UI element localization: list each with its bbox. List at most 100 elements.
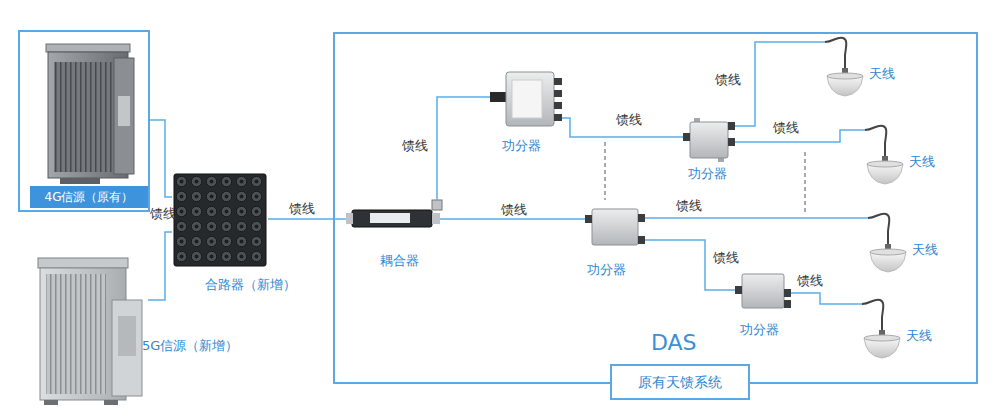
device-connectors: [60, 178, 100, 184]
coupler-label: 耦合器: [380, 253, 419, 269]
coupler: 耦合器: [346, 200, 440, 230]
device-fins: [54, 62, 112, 172]
antenna-label: 天线: [912, 242, 938, 258]
splitter-port: [735, 286, 742, 294]
splitter-sticker: [512, 80, 542, 118]
splitter-port: [554, 78, 562, 85]
splitter-port: [585, 215, 592, 223]
antenna-label: 天线: [909, 154, 935, 170]
power-splitter: 功分器: [683, 118, 735, 162]
antenna-label: 天线: [906, 328, 932, 344]
feeder-line: [562, 118, 683, 137]
device-side-panel: [112, 300, 142, 396]
antenna-cable: [865, 126, 886, 158]
antenna-icon: [862, 300, 900, 358]
splitter-port: [554, 102, 562, 109]
combiner-body: [174, 174, 266, 266]
antenna-cable: [825, 38, 846, 70]
antenna-rim: [864, 335, 900, 341]
source-label: 4G信源（原有）: [30, 186, 148, 208]
splitter-port: [728, 138, 735, 146]
splitter-port: [554, 114, 562, 121]
feeder-label: 馈线: [676, 198, 702, 214]
coupler-port: [432, 213, 440, 224]
feeder-line: [735, 130, 865, 142]
system-title: DAS: [651, 330, 697, 356]
feeder-label: 馈线: [797, 273, 823, 289]
das-system-box: DAS原有天馈系统耦合器功分器功分器天线天线功分器天线功分器天线: [333, 32, 978, 384]
splitter-port: [728, 122, 735, 130]
splitter-body: [690, 122, 728, 158]
power-splitter: 功分器: [735, 270, 791, 314]
feeder-line: [645, 240, 735, 290]
feeder-line: [791, 293, 862, 304]
feeder-label: 馈线: [715, 72, 741, 88]
system-tag: 原有天馈系统: [610, 364, 750, 400]
splitter-port: [490, 92, 506, 102]
splitter-body: [506, 72, 554, 126]
power-splitter: 功分器: [585, 205, 645, 249]
feeder-line: [268, 218, 346, 220]
combiner: 合路器（新增）: [172, 172, 268, 268]
feeder-label: 馈线: [501, 202, 527, 218]
antenna-rim: [867, 161, 903, 167]
antenna-cable: [862, 300, 883, 332]
antenna-rim: [827, 73, 863, 79]
dashed-mark: [805, 152, 806, 214]
splitter-body: [742, 274, 784, 308]
device-handle: [118, 96, 130, 126]
feeder-label: 馈线: [402, 138, 428, 154]
source-label: 5G信源（新增）: [142, 338, 238, 354]
splitter-port: [554, 90, 562, 97]
antenna-icon: [865, 126, 903, 184]
splitter-label: 功分器: [502, 138, 541, 154]
device-detail: [118, 316, 136, 356]
splitter-ear: [718, 158, 724, 162]
antenna-cable: [868, 214, 889, 246]
device-foot: [44, 400, 58, 405]
device-fins: [46, 274, 106, 394]
antenna: 天线: [868, 212, 908, 274]
device-bracket: [114, 58, 134, 174]
antenna: 天线: [825, 36, 865, 98]
feeder-line: [150, 120, 172, 197]
splitter-port: [784, 300, 791, 308]
antenna-icon: [825, 38, 863, 96]
antenna: 天线: [865, 124, 905, 186]
splitter-ear: [694, 118, 700, 122]
antenna-label: 天线: [869, 66, 895, 82]
splitter-port: [638, 236, 645, 244]
antenna-rim: [870, 249, 906, 255]
splitter-port: [683, 133, 690, 141]
feeder-line: [645, 217, 868, 219]
signal-source-device: 5G信源（新增）: [30, 254, 148, 406]
antenna-icon: [868, 214, 906, 272]
signal-source-box: 4G信源（原有）: [18, 30, 150, 212]
dashed-mark: [605, 142, 606, 200]
feeder-label: 馈线: [713, 250, 739, 266]
coupler-body: [352, 210, 432, 227]
feeder-label: 馈线: [150, 206, 176, 222]
splitter-body: [592, 209, 638, 245]
splitter-port: [784, 289, 791, 297]
splitter-label: 功分器: [740, 322, 779, 338]
feeder-line: [735, 42, 825, 126]
splitter-port: [638, 214, 645, 222]
device-foot: [104, 400, 118, 405]
splitter-label: 功分器: [688, 166, 727, 182]
feeder-line: [437, 97, 490, 200]
coupler-port: [432, 200, 442, 210]
device-lid: [46, 44, 130, 52]
antenna: 天线: [862, 298, 902, 360]
splitter-label: 功分器: [587, 262, 626, 278]
feeder-label: 馈线: [773, 120, 799, 136]
coupler-sticker: [370, 213, 410, 223]
power-splitter: 功分器: [490, 68, 562, 130]
feeder-label: 馈线: [616, 112, 642, 128]
feeder-line: [148, 232, 172, 300]
feeder-line: [440, 218, 585, 220]
